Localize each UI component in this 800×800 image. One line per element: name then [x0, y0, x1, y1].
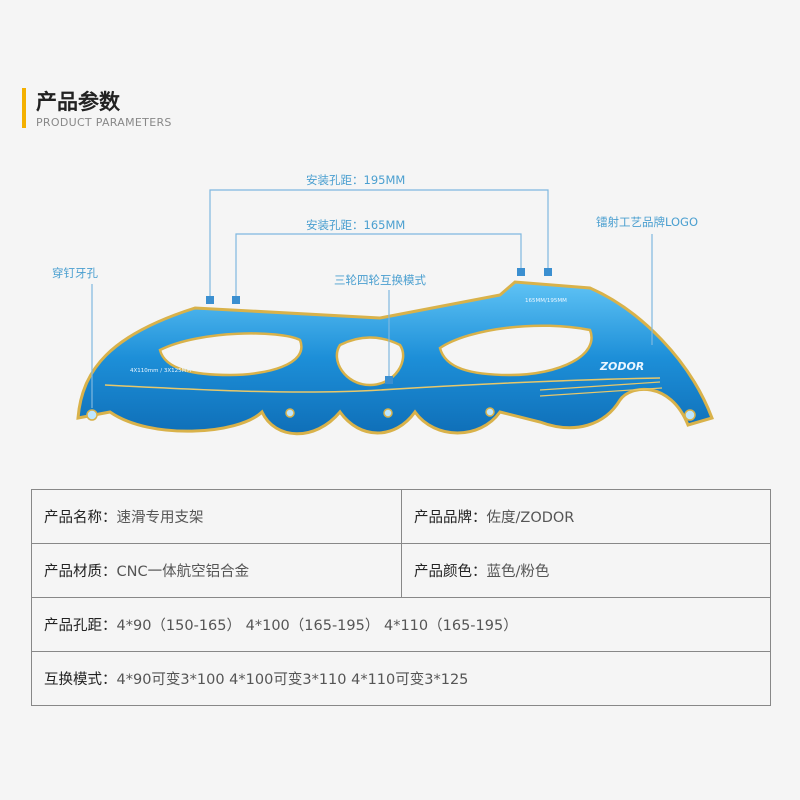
axle-hole	[86, 409, 98, 421]
callout-wheel-mode: 三轮四轮互换模式	[334, 273, 426, 384]
frame-trim-line	[539, 387, 663, 397]
spec-value-hole: 4*90（150-165） 4*100（165-195） 4*110（165-1…	[116, 618, 518, 634]
spec-label-material: 产品材质：	[44, 564, 117, 580]
spec-table: 产品名称：速滑专用支架 产品品牌：佐度/ZODOR 产品材质：CNC一体航空铝合…	[31, 489, 771, 706]
callout-hole-165-label: 安装孔距：165MM	[306, 218, 405, 232]
callout-hole-195: 安装孔距：195MM	[206, 173, 552, 304]
spec-label-brand: 产品品牌：	[414, 510, 487, 526]
callout-hole-165: 安装孔距：165MM	[232, 218, 525, 304]
callout-thread-hole: 穿钉牙孔	[52, 266, 98, 408]
frame-diagram: ZODOR 4X110mm / 3X125MM 165MM/195MM 安装孔距…	[0, 150, 800, 450]
spec-value-material: CNC一体航空铝合金	[116, 564, 250, 580]
spec-value-name: 速滑专用支架	[116, 510, 204, 526]
spec-label-name: 产品名称：	[44, 510, 117, 526]
frame-diagram-svg: ZODOR 4X110mm / 3X125MM 165MM/195MM 安装孔距…	[52, 173, 714, 436]
skate-frame: ZODOR 4X110mm / 3X125MM 165MM/195MM	[76, 280, 714, 436]
axle-hole	[485, 407, 495, 417]
spec-cell: 产品孔距：4*90（150-165） 4*100（165-195） 4*110（…	[31, 597, 771, 652]
callout-hole-195-label: 安装孔距：195MM	[306, 173, 405, 187]
callout-wheel-mode-marker	[385, 376, 393, 384]
spec-label-swap: 互换模式：	[44, 672, 117, 688]
spec-value-color: 蓝色/粉色	[486, 564, 550, 580]
spec-value-swap: 4*90可变3*100 4*100可变3*110 4*110可变3*125	[116, 672, 469, 688]
axle-hole	[684, 409, 696, 421]
frame-window-left	[158, 332, 303, 377]
callout-hole-165-marker	[517, 268, 525, 276]
spec-cell: 互换模式：4*90可变3*100 4*100可变3*110 4*110可变3*1…	[31, 651, 771, 706]
callout-hole-195-marker	[206, 296, 214, 304]
spec-cell: 产品名称：速滑专用支架	[31, 489, 402, 544]
axle-hole	[285, 408, 295, 418]
callout-wheel-mode-label: 三轮四轮互换模式	[334, 273, 426, 287]
spec-label-color: 产品颜色：	[414, 564, 487, 580]
callout-thread-hole-label: 穿钉牙孔	[52, 266, 98, 280]
callout-hole-195-line	[209, 189, 549, 298]
spec-row: 产品材质：CNC一体航空铝合金 产品颜色：蓝色/粉色	[31, 543, 771, 598]
callout-laser-logo: 镭射工艺品牌LOGO	[596, 215, 698, 345]
spec-cell: 产品颜色：蓝色/粉色	[401, 543, 771, 598]
frame-brand-logo: ZODOR	[599, 360, 644, 373]
spec-row: 产品名称：速滑专用支架 产品品牌：佐度/ZODOR	[31, 489, 771, 544]
callout-laser-logo-label: 镭射工艺品牌LOGO	[596, 215, 698, 229]
spec-cell: 产品品牌：佐度/ZODOR	[401, 489, 771, 544]
frame-left-spec: 4X110mm / 3X125MM	[130, 368, 191, 374]
section-subtitle: PRODUCT PARAMETERS	[36, 116, 172, 129]
frame-window-right	[438, 324, 593, 377]
axle-hole	[383, 408, 393, 418]
frame-trim-line	[539, 381, 661, 391]
spec-cell: 产品材质：CNC一体航空铝合金	[31, 543, 402, 598]
callout-hole-165-line	[235, 233, 522, 298]
spec-label-hole: 产品孔距：	[44, 618, 117, 634]
spec-row: 互换模式：4*90可变3*100 4*100可变3*110 4*110可变3*1…	[31, 651, 771, 706]
spec-value-brand: 佐度/ZODOR	[486, 510, 575, 526]
frame-trim-line	[104, 377, 661, 393]
frame-window-center	[335, 336, 405, 387]
frame-right-spec: 165MM/195MM	[525, 298, 567, 304]
callout-hole-195-marker	[544, 268, 552, 276]
section-title: 产品参数	[36, 90, 120, 114]
callout-hole-165-marker	[232, 296, 240, 304]
spec-row: 产品孔距：4*90（150-165） 4*100（165-195） 4*110（…	[31, 597, 771, 652]
header-accent-bar	[22, 88, 26, 128]
